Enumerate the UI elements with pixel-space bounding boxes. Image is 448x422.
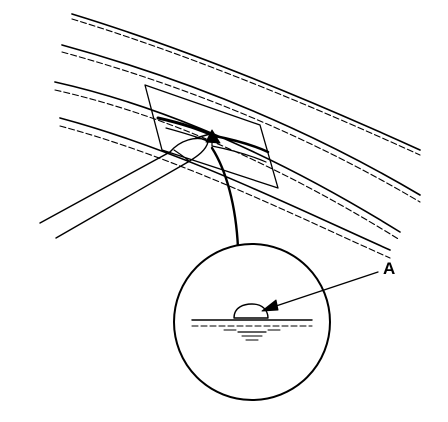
detail-panel-section xyxy=(191,303,313,341)
detail-magnifier-circle xyxy=(173,243,331,401)
protective-tape xyxy=(144,84,279,189)
panel-band-4 xyxy=(59,117,391,259)
panel-band-1 xyxy=(71,13,421,156)
callout-label-a: A xyxy=(383,259,396,278)
panel-band-2 xyxy=(61,44,421,203)
screwdriver-tool xyxy=(39,133,211,239)
callout-leader-line xyxy=(261,271,379,312)
panel-band-3 xyxy=(54,81,401,241)
detail-pointer-arrow xyxy=(205,129,240,250)
